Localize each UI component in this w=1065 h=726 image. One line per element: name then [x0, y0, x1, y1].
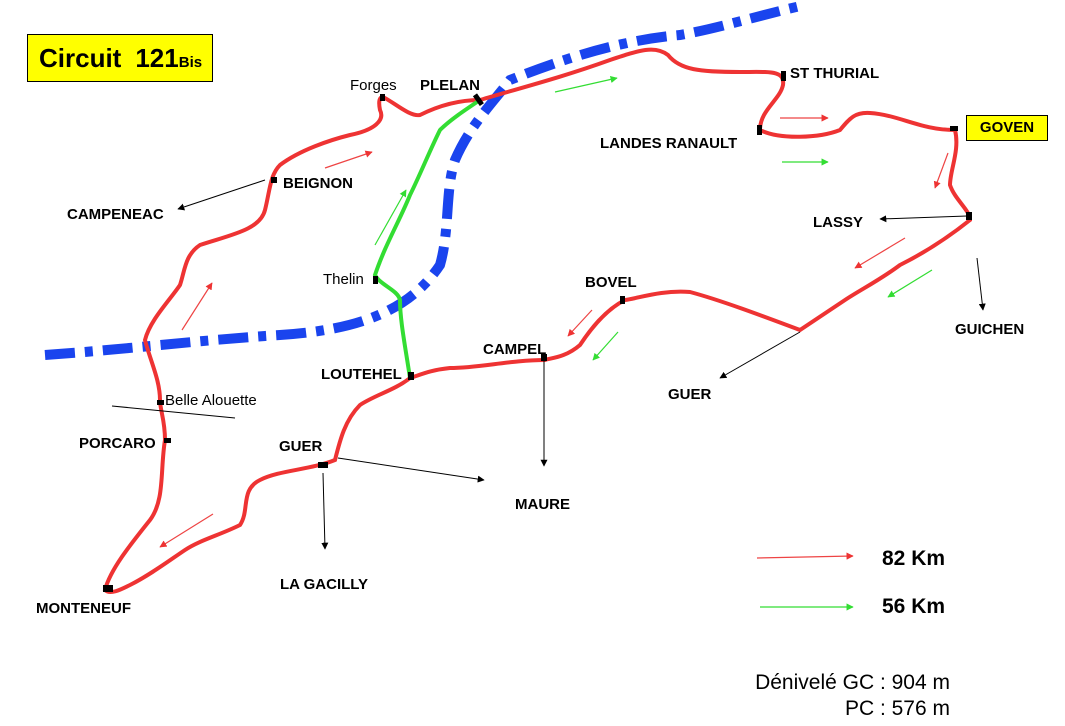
direction-arrow-green — [887, 269, 933, 298]
road-arrow — [177, 179, 266, 211]
major-road — [44, 0, 807, 360]
label-belle-alouette: Belle Alouette — [165, 392, 257, 409]
label-lassy: LASSY — [813, 214, 863, 231]
road-arrow — [719, 331, 801, 379]
direction-arrow-red — [854, 237, 906, 269]
road-arrow — [879, 215, 968, 223]
label-landes-ranault: LANDES RANAULT — [600, 135, 737, 152]
label-forges: Forges — [350, 77, 397, 94]
label-guer: GUER — [279, 438, 323, 455]
legend-line-red — [756, 552, 854, 560]
elevation-gc: Dénivelé GC : 904 m — [755, 671, 950, 694]
label-bovel: BOVEL — [585, 274, 637, 291]
title-number: 121 — [135, 43, 179, 73]
legend-label-short: 56 Km — [882, 595, 945, 618]
label-guer-east: GUER — [668, 386, 712, 403]
direction-arrow-green — [374, 189, 407, 246]
short-route — [372, 98, 482, 379]
label-la-gacilly: LA GACILLY — [280, 576, 368, 593]
label-campel: CAMPEL — [483, 341, 546, 358]
road-arrow — [976, 257, 986, 311]
label-maure: MAURE — [515, 496, 570, 513]
direction-arrow-red — [933, 152, 949, 189]
label-thelin: Thelin — [323, 271, 364, 288]
road-arrow — [337, 457, 485, 483]
label-beignon: BEIGNON — [283, 175, 353, 192]
label-loutehel: LOUTEHEL — [321, 366, 402, 383]
direction-arrow-red — [567, 309, 593, 337]
direction-arrow-green — [554, 75, 618, 93]
label-monteneuf: MONTENEUF — [36, 600, 131, 617]
map-title: Circuit 121 Bis — [27, 34, 213, 82]
title-suffix: Bis — [178, 54, 203, 71]
label-guichen: GUICHEN — [955, 321, 1024, 338]
label-plelan: PLELAN — [420, 77, 480, 94]
elevation-pc: PC : 576 m — [845, 697, 950, 720]
direction-arrow-red — [159, 513, 214, 548]
label-goven: GOVEN — [966, 115, 1048, 141]
waypoint-markers — [103, 71, 972, 592]
label-campeneac: CAMPENEAC — [67, 206, 164, 223]
title-main: Circuit — [39, 43, 122, 73]
label-porcaro: PORCARO — [79, 435, 156, 452]
cross-road — [111, 405, 236, 419]
direction-arrow-red — [324, 150, 373, 169]
direction-arrow-green — [592, 331, 619, 361]
legend-label-long: 82 Km — [882, 547, 945, 570]
label-st-thurial: ST THURIAL — [790, 65, 879, 82]
direction-arrow-red — [181, 282, 213, 331]
road-arrow — [321, 472, 329, 550]
